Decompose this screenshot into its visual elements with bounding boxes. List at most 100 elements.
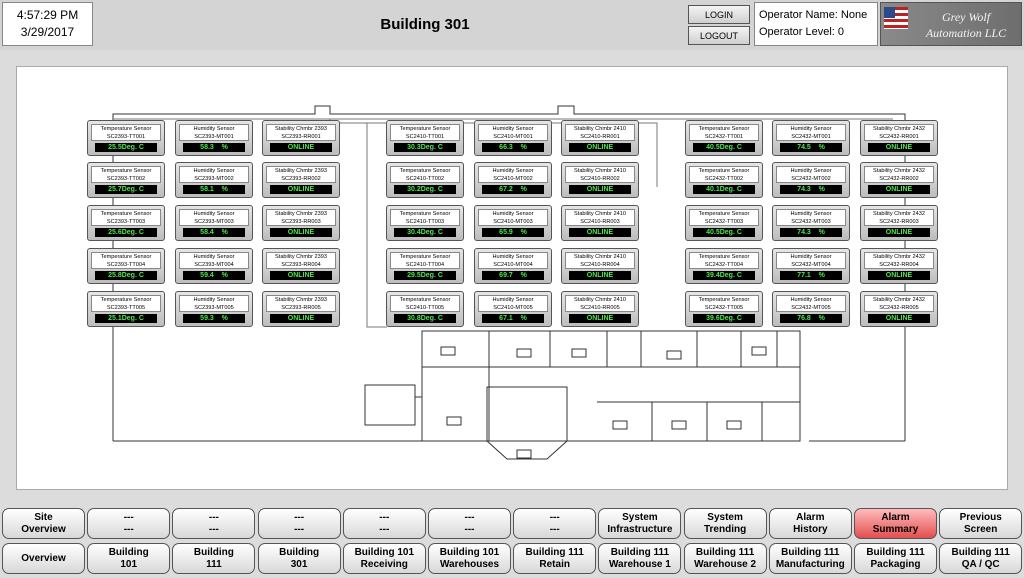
sensor-type: Humidity Sensor xyxy=(790,126,832,132)
sensor-value: 74.5 % xyxy=(780,143,842,152)
nav-button[interactable]: ------ xyxy=(513,508,597,539)
sensor-id: SC2410-RR001 xyxy=(580,134,620,140)
nav-label-line2: Manufacturing xyxy=(775,558,845,570)
nav-button[interactable]: ------ xyxy=(172,508,256,539)
nav-label-line1: Overview xyxy=(21,552,66,564)
logout-button[interactable]: LOGOUT xyxy=(688,26,750,45)
sensor-type: Humidity Sensor xyxy=(492,211,534,217)
sensor-id: SC2393-MT005 xyxy=(194,305,234,311)
nav-label-line2: Overview xyxy=(21,523,66,535)
sensor-id: SC2432-RR002 xyxy=(879,176,919,182)
nav-label-line2: Receiving xyxy=(360,558,408,570)
nav-button-text: ------ xyxy=(550,512,560,536)
nav-button[interactable]: Overview xyxy=(2,543,85,574)
login-button[interactable]: LOGIN xyxy=(688,5,750,24)
nav-label-line1: Building xyxy=(193,546,234,558)
nav-label-line1: --- xyxy=(123,511,134,523)
nav-button[interactable]: ------ xyxy=(428,508,511,539)
sensor-type: Humidity Sensor xyxy=(492,126,534,132)
logo-line-1: Grey Wolf xyxy=(941,10,991,24)
sensor-value: 40.1Deg. C xyxy=(693,185,755,194)
nav-button[interactable]: ------ xyxy=(342,508,426,539)
sensor-id: SC2393-TT003 xyxy=(106,219,146,225)
nav-button[interactable]: ------ xyxy=(257,508,341,539)
sensor-value: ONLINE xyxy=(569,271,631,280)
nav-button[interactable]: ------ xyxy=(87,508,171,539)
sensor-value: ONLINE xyxy=(569,228,631,237)
sensor-id: SC2432-RR003 xyxy=(879,219,919,225)
sensor-id: SC2432-TT003 xyxy=(704,219,744,225)
sensor-type: Stability Chmbr 2410 xyxy=(574,211,626,217)
